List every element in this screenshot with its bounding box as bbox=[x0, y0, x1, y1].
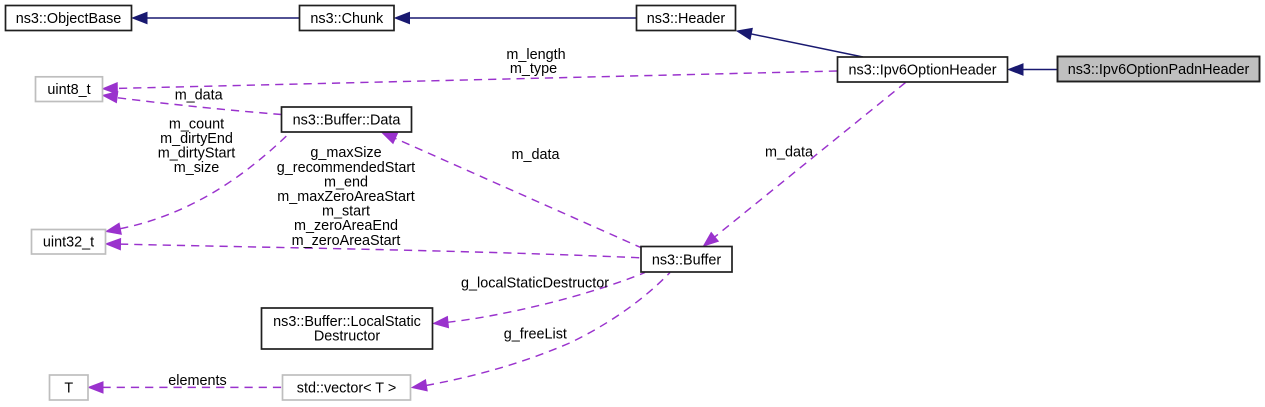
svg-text:ns3::Header: ns3::Header bbox=[647, 11, 726, 27]
svg-text:m_end: m_end bbox=[324, 174, 368, 190]
svg-text:m_dirtyEnd: m_dirtyEnd bbox=[160, 131, 233, 147]
svg-text:g_recommendedStart: g_recommendedStart bbox=[277, 160, 415, 176]
svg-text:std::vector< T >: std::vector< T > bbox=[297, 381, 396, 397]
svg-text:m_count: m_count bbox=[169, 116, 224, 132]
svg-text:m_data: m_data bbox=[512, 147, 560, 163]
svg-text:m_length: m_length bbox=[506, 47, 565, 63]
svg-text:ns3::Chunk: ns3::Chunk bbox=[310, 11, 384, 27]
svg-text:g_localStaticDestructor: g_localStaticDestructor bbox=[461, 275, 609, 291]
svg-text:m_dirtyStart: m_dirtyStart bbox=[158, 146, 236, 162]
svg-text:T: T bbox=[64, 381, 73, 397]
svg-text:m_zeroAreaEnd: m_zeroAreaEnd bbox=[294, 218, 398, 234]
svg-text:elements: elements bbox=[168, 373, 226, 389]
svg-text:ns3::Buffer: ns3::Buffer bbox=[652, 252, 722, 268]
svg-text:m_data: m_data bbox=[765, 145, 813, 161]
svg-text:uint8_t: uint8_t bbox=[47, 82, 90, 98]
svg-text:m_type: m_type bbox=[510, 61, 557, 77]
svg-text:m_zeroAreaStart: m_zeroAreaStart bbox=[292, 233, 401, 249]
svg-text:uint32_t: uint32_t bbox=[43, 235, 94, 251]
svg-text:m_size: m_size bbox=[174, 160, 220, 176]
svg-text:m_maxZeroAreaStart: m_maxZeroAreaStart bbox=[277, 189, 415, 205]
svg-text:ns3::Ipv6OptionHeader: ns3::Ipv6OptionHeader bbox=[849, 63, 997, 79]
svg-text:ns3::Buffer::Data: ns3::Buffer::Data bbox=[293, 113, 401, 129]
svg-text:m_start: m_start bbox=[322, 204, 370, 220]
svg-text:Destructor: Destructor bbox=[314, 329, 381, 345]
svg-text:ns3::Buffer::LocalStatic: ns3::Buffer::LocalStatic bbox=[273, 314, 421, 330]
svg-text:g_maxSize: g_maxSize bbox=[310, 145, 381, 161]
svg-text:ns3::Ipv6OptionPadnHeader: ns3::Ipv6OptionPadnHeader bbox=[1068, 62, 1250, 78]
svg-text:ns3::ObjectBase: ns3::ObjectBase bbox=[16, 11, 122, 27]
svg-text:g_freeList: g_freeList bbox=[504, 326, 567, 342]
svg-text:m_data: m_data bbox=[175, 88, 223, 104]
